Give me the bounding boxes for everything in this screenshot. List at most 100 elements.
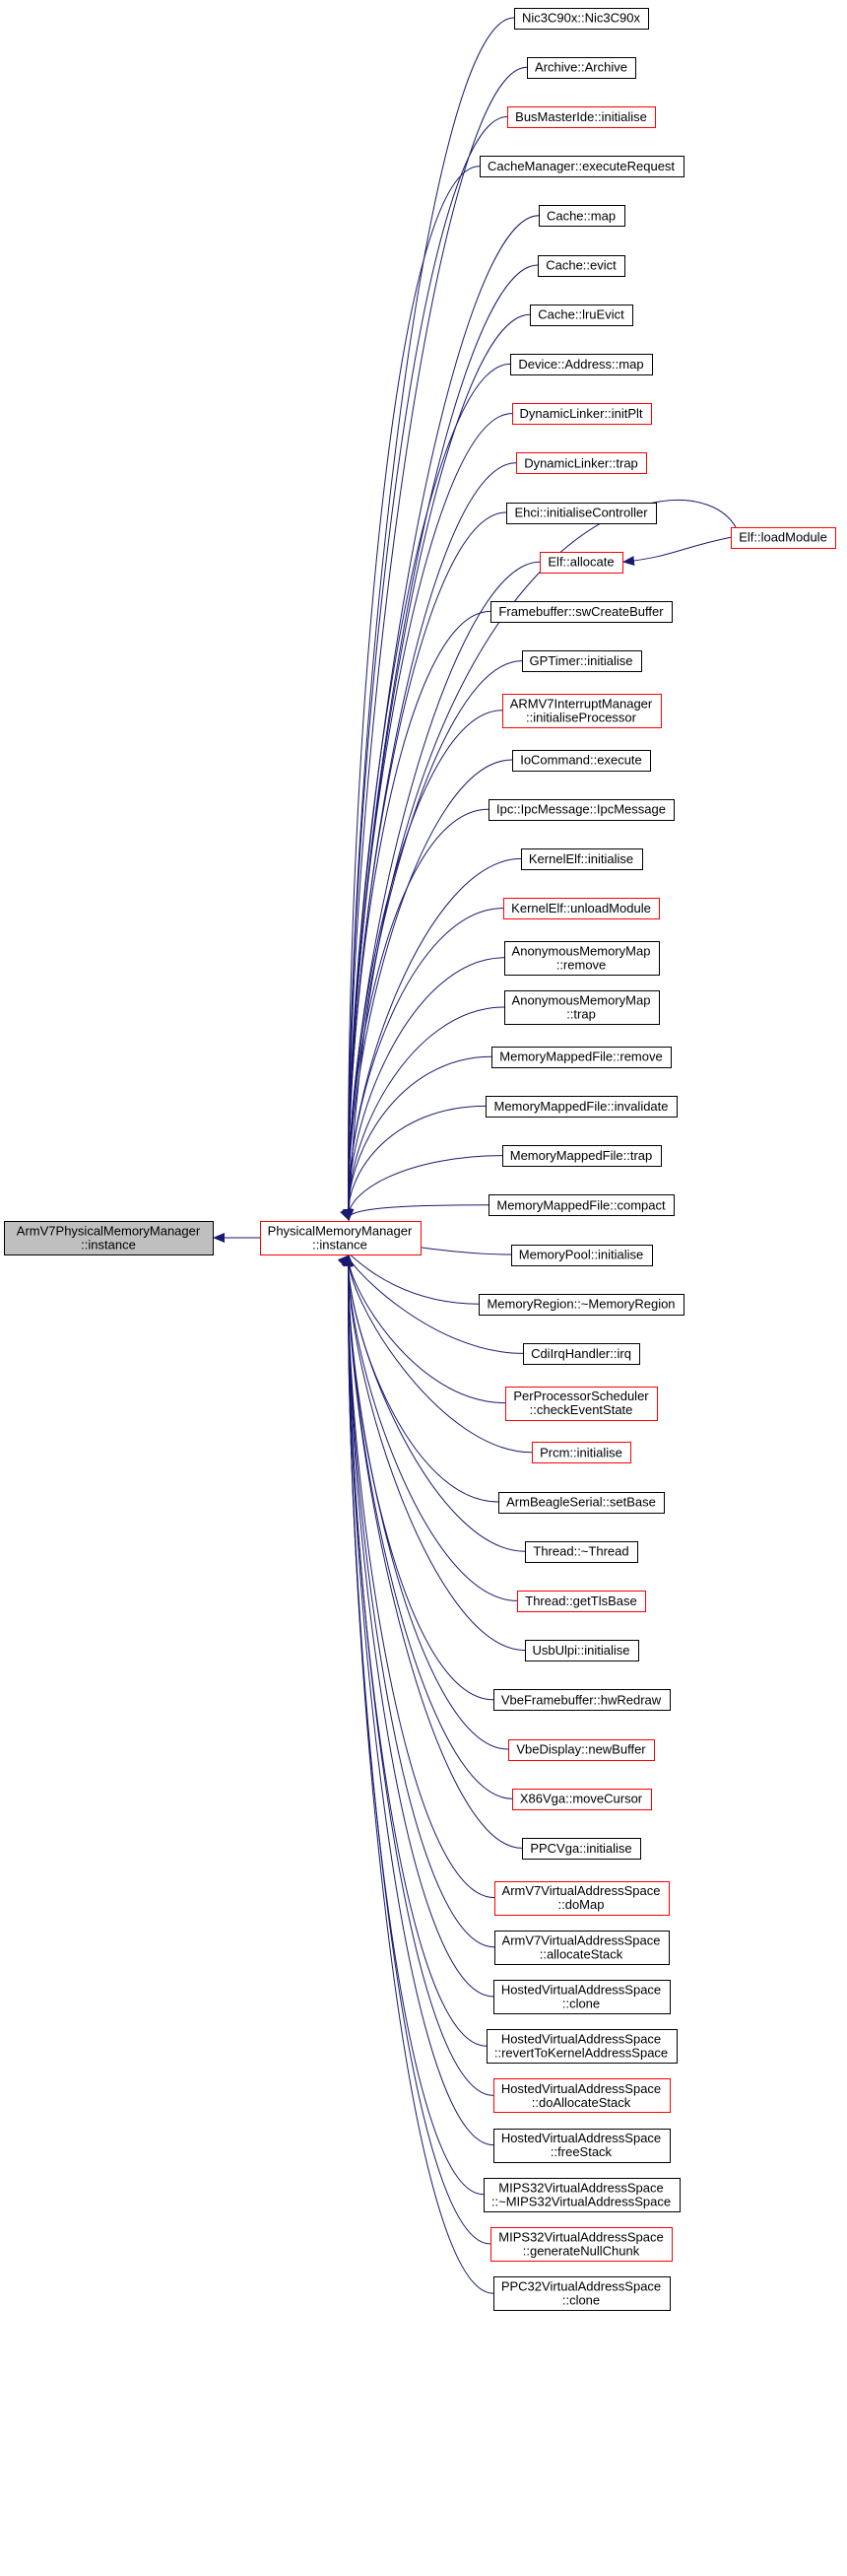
- caller-node-thread-thread[interactable]: Thread::~Thread: [525, 1541, 638, 1563]
- caller-node-armv7virtualaddressspace-allocatestack-label-line: ArmV7VirtualAddressSpace: [502, 1932, 661, 1947]
- caller-node-thread-thread-box: [525, 1541, 638, 1563]
- caller-node-iocommand-execute[interactable]: IoCommand::execute: [512, 750, 651, 772]
- caller-node-ehci-initialisecontroller[interactable]: Ehci::initialiseController: [506, 503, 657, 524]
- caller-node-cache-evict-box: [538, 255, 625, 277]
- caller-node-nic3c90x-nic3c90x-label-line: Nic3C90x::Nic3C90x: [522, 11, 640, 26]
- caller-node-cache-lruevict[interactable]: Cache::lruEvict: [530, 305, 633, 326]
- caller-node-perprocessorscheduler-checkeventstate-label-line: PerProcessorScheduler: [513, 1389, 649, 1403]
- caller-node-cache-evict[interactable]: Cache::evict: [538, 255, 625, 277]
- nodes-layer: ArmV7PhysicalMemoryManager::instance Phys…: [4, 8, 836, 2311]
- edge-caller-to-center: [343, 166, 481, 1221]
- caller-node-hostedvirtualaddressspace-reverttokerneladdressspace-box: [487, 2029, 678, 2064]
- caller-node-framebuffer-swcreatebuffer[interactable]: Framebuffer::swCreateBuffer: [490, 601, 673, 623]
- caller-node-hostedvirtualaddressspace-reverttokerneladdressspace[interactable]: HostedVirtualAddressSpace::revertToKerne…: [487, 2029, 678, 2064]
- caller-node-x86vga-movecursor-box: [512, 1789, 652, 1810]
- root-node-armv7-instance-label-line: ArmV7PhysicalMemoryManager: [17, 1224, 201, 1239]
- caller-node-memorymappedfile-invalidate-label-line: MemoryMappedFile::invalidate: [493, 1099, 668, 1114]
- caller-node-ipc-ipcmessage-ipcmessage[interactable]: Ipc::IpcMessage::IpcMessage: [489, 799, 675, 821]
- caller-node-memorypool-initialise-label-line: MemoryPool::initialise: [519, 1248, 643, 1262]
- caller-node-memorymappedfile-compact[interactable]: MemoryMappedFile::compact: [489, 1194, 675, 1216]
- caller-node-anonymousmemorymap-trap-label-line: AnonymousMemoryMap: [512, 993, 651, 1008]
- caller-node-archive-archive[interactable]: Archive::Archive: [527, 57, 636, 79]
- caller-node-mips32virtualaddressspace-generatenullchunk[interactable]: MIPS32VirtualAddressSpace::generateNullC…: [490, 2227, 673, 2262]
- caller-node-prcm-initialise[interactable]: Prcm::initialise: [532, 1442, 631, 1463]
- caller-node-device-address-map[interactable]: Device::Address::map: [510, 354, 653, 375]
- caller-node-hostedvirtualaddressspace-freestack[interactable]: HostedVirtualAddressSpace::freeStack: [493, 2129, 671, 2163]
- caller-node-busmasteride-initialise[interactable]: BusMasterIde::initialise: [507, 106, 656, 128]
- caller-node-memorymappedfile-invalidate[interactable]: MemoryMappedFile::invalidate: [486, 1096, 678, 1118]
- caller-node-memorymappedfile-compact-label-line: MemoryMappedFile::compact: [496, 1197, 666, 1212]
- caller-node-elf-allocate-label-line: Elf::allocate: [548, 555, 614, 570]
- edge-caller-to-center: [343, 1055, 492, 1221]
- caller-node-ipc-ipcmessage-ipcmessage-label-line: Ipc::IpcMessage::IpcMessage: [496, 802, 666, 817]
- edge-caller-to-center: [343, 1254, 495, 1948]
- caller-node-ppc32virtualaddressspace-clone-box: [493, 2276, 671, 2311]
- caller-node-gptimer-initialise[interactable]: GPTimer::initialise: [522, 650, 642, 672]
- caller-node-prcm-initialise-box: [532, 1442, 631, 1463]
- caller-node-cdiirqhandler-irq-box: [523, 1343, 640, 1365]
- caller-node-ppc32virtualaddressspace-clone-label-line: ::clone: [562, 2293, 600, 2308]
- caller-node-armv7interruptmanager-initialiseprocessor[interactable]: ARMV7InterruptManager::initialiseProcess…: [502, 694, 662, 728]
- edge-caller-to-center: [343, 66, 528, 1221]
- caller-node-kernelelf-initialise[interactable]: KernelElf::initialise: [521, 848, 643, 870]
- caller-node-archive-archive-box: [527, 57, 636, 79]
- caller-node-mips32virtualaddressspace-generatenullchunk-label-line: ::generateNullChunk: [523, 2244, 640, 2259]
- caller-node-memorypool-initialise[interactable]: MemoryPool::initialise: [511, 1245, 653, 1266]
- caller-node-elf-allocate[interactable]: Elf::allocate: [540, 552, 623, 574]
- caller-node-dynamiclinker-trap-label-line: DynamicLinker::trap: [524, 455, 638, 470]
- caller-node-armv7virtualaddressspace-domap[interactable]: ArmV7VirtualAddressSpace::doMap: [494, 1881, 670, 1916]
- center-node-physicalmemorymanager-instance-box: [260, 1221, 422, 1255]
- caller-node-memorymappedfile-trap[interactable]: MemoryMappedFile::trap: [502, 1145, 662, 1167]
- caller-node-hostedvirtualaddressspace-doallocatestack[interactable]: HostedVirtualAddressSpace::doAllocateSta…: [493, 2078, 671, 2113]
- caller-node-cachemanager-executerequest[interactable]: CacheManager::executeRequest: [480, 156, 684, 177]
- edge-loadmodule-to-center: [344, 499, 737, 1221]
- center-node-physicalmemorymanager-instance[interactable]: PhysicalMemoryManager::instance: [260, 1221, 422, 1255]
- root-node-armv7-instance[interactable]: ArmV7PhysicalMemoryManager::instance: [4, 1221, 214, 1255]
- caller-node-dynamiclinker-trap-box: [516, 452, 647, 474]
- caller-node-memorymappedfile-remove[interactable]: MemoryMappedFile::remove: [491, 1047, 672, 1068]
- caller-node-cache-map-box: [539, 205, 625, 227]
- edge-caller-to-center: [343, 1254, 495, 1899]
- caller-node-nic3c90x-nic3c90x[interactable]: Nic3C90x::Nic3C90x: [514, 8, 649, 30]
- caller-node-mips32virtualaddressspace-mips32virtualaddressspace[interactable]: MIPS32VirtualAddressSpace::~MIPS32Virtua…: [484, 2178, 681, 2212]
- caller-node-cachemanager-executerequest-box: [480, 156, 684, 177]
- caller-node-armbeagleserial-setbase[interactable]: ArmBeagleSerial::setBase: [498, 1492, 665, 1514]
- caller-node-elf-allocate-box: [540, 552, 623, 574]
- caller-node-cdiirqhandler-irq[interactable]: CdiIrqHandler::irq: [523, 1343, 640, 1365]
- caller-node-vbedisplay-newbuffer[interactable]: VbeDisplay::newBuffer: [508, 1739, 655, 1761]
- caller-node-ppc32virtualaddressspace-clone[interactable]: PPC32VirtualAddressSpace::clone: [493, 2276, 671, 2311]
- caller-node-anonymousmemorymap-remove-box: [504, 941, 660, 976]
- caller-node-x86vga-movecursor[interactable]: X86Vga::moveCursor: [512, 1789, 652, 1810]
- caller-node-vbedisplay-newbuffer-box: [508, 1739, 655, 1761]
- node-elf-loadmodule[interactable]: Elf::loadModule: [731, 527, 836, 549]
- caller-node-anonymousmemorymap-trap[interactable]: AnonymousMemoryMap::trap: [504, 990, 660, 1025]
- caller-node-armbeagleserial-setbase-box: [498, 1492, 665, 1514]
- caller-node-nic3c90x-nic3c90x-box: [514, 8, 649, 30]
- caller-node-kernelelf-unloadmodule-label-line: KernelElf::unloadModule: [511, 901, 651, 915]
- caller-node-memoryregion-memoryregion-box: [479, 1294, 684, 1316]
- caller-node-anonymousmemorymap-trap-label-line: ::trap: [566, 1007, 596, 1022]
- caller-node-usbulpi-initialise[interactable]: UsbUlpi::initialise: [525, 1640, 639, 1661]
- caller-node-hostedvirtualaddressspace-clone[interactable]: HostedVirtualAddressSpace::clone: [493, 1980, 671, 2014]
- caller-node-vbeframebuffer-hwredraw-box: [493, 1689, 671, 1711]
- edge-caller-to-center: [343, 1254, 499, 1503]
- caller-node-dynamiclinker-initplt[interactable]: DynamicLinker::initPlt: [512, 403, 652, 425]
- caller-node-memorypool-initialise-box: [511, 1245, 653, 1266]
- caller-node-ppcvga-initialise[interactable]: PPCVga::initialise: [522, 1838, 641, 1860]
- edge-caller-to-center: [343, 1254, 526, 1552]
- caller-node-vbeframebuffer-hwredraw[interactable]: VbeFramebuffer::hwRedraw: [493, 1689, 671, 1711]
- caller-node-armbeagleserial-setbase-label-line: ArmBeagleSerial::setBase: [506, 1495, 656, 1510]
- caller-node-perprocessorscheduler-checkeventstate[interactable]: PerProcessorScheduler::checkEventState: [505, 1387, 658, 1421]
- caller-node-thread-gettlsbase[interactable]: Thread::getTlsBase: [517, 1591, 646, 1612]
- caller-node-hostedvirtualaddressspace-reverttokerneladdressspace-label-line: HostedVirtualAddressSpace: [501, 2032, 661, 2047]
- caller-node-armv7virtualaddressspace-allocatestack-label-line: ::allocateStack: [540, 1946, 623, 1961]
- caller-node-kernelelf-unloadmodule[interactable]: KernelElf::unloadModule: [503, 898, 660, 919]
- caller-node-perprocessorscheduler-checkeventstate-box: [505, 1387, 658, 1421]
- caller-node-armv7virtualaddressspace-allocatestack[interactable]: ArmV7VirtualAddressSpace::allocateStack: [494, 1931, 670, 1965]
- caller-node-memoryregion-memoryregion[interactable]: MemoryRegion::~MemoryRegion: [479, 1294, 684, 1316]
- node-elf-loadmodule-label-line: Elf::loadModule: [739, 530, 827, 545]
- caller-node-cache-map[interactable]: Cache::map: [539, 205, 625, 227]
- caller-node-anonymousmemorymap-remove[interactable]: AnonymousMemoryMap::remove: [504, 941, 660, 976]
- caller-node-dynamiclinker-trap[interactable]: DynamicLinker::trap: [516, 452, 647, 474]
